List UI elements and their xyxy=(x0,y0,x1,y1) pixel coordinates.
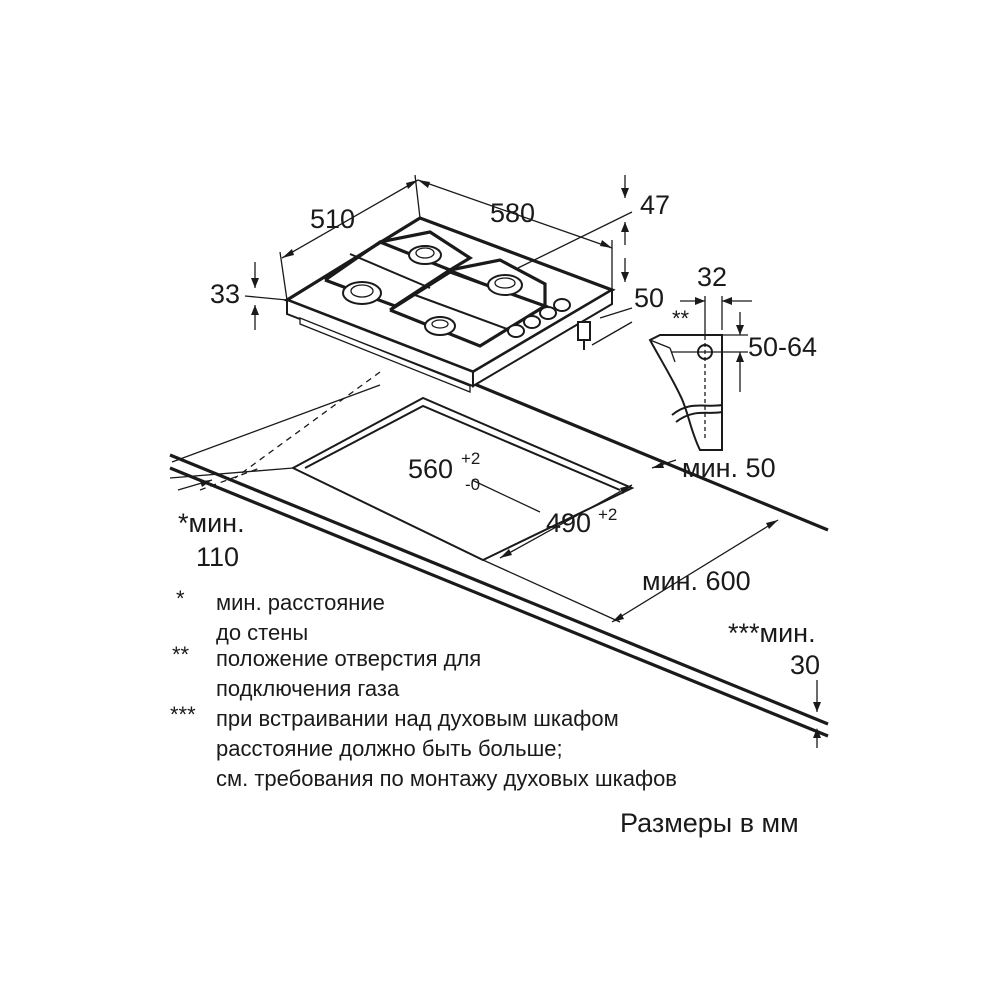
cutout xyxy=(169,396,635,623)
knob xyxy=(553,298,571,312)
burner-rear-left xyxy=(408,245,442,265)
worktop-front-edge xyxy=(169,453,829,726)
gas-hob xyxy=(283,216,616,393)
cutout-outline xyxy=(290,396,635,562)
note-2-line-2: подключения газа xyxy=(216,676,400,701)
hob-top-plate xyxy=(283,216,616,374)
hob-dimension-lines xyxy=(244,174,633,346)
label-min-wall-50: мин. 50 xyxy=(682,453,776,483)
label-cutout-width: 560 xyxy=(408,454,453,484)
label-cutout-width-tol-plus: +2 xyxy=(461,449,480,468)
label-cutout-depth-tol: +2 xyxy=(598,505,617,524)
dim-line-510 xyxy=(281,179,419,259)
dim-line-min-600 xyxy=(611,519,779,623)
label-cutout-depth: 490 xyxy=(546,508,591,538)
label-height-33: 33 xyxy=(210,279,240,309)
profile-lip xyxy=(669,347,676,363)
hob-right-side xyxy=(472,288,613,388)
projection-dashed-line xyxy=(234,371,381,479)
label-gas-marker: ** xyxy=(672,306,690,331)
label-min-600: мин. 600 xyxy=(642,566,751,596)
dimension-labels: 510 580 47 33 50 32 ** 50-64 мин. 50 560… xyxy=(178,190,820,680)
pan-support-back xyxy=(379,230,474,272)
dim-line-490 xyxy=(499,484,633,559)
note-marker-3: *** xyxy=(170,702,196,727)
note-marker-1: * xyxy=(176,586,185,611)
cutout-inner-edge xyxy=(304,404,621,491)
burner-front-right xyxy=(424,316,456,336)
label-offset-32: 32 xyxy=(697,262,727,292)
projection-lines xyxy=(199,371,381,491)
label-min-30-value: 30 xyxy=(790,650,820,680)
knob xyxy=(507,324,525,338)
label-width-580: 580 xyxy=(490,198,535,228)
label-min-110-prefix: *мин. xyxy=(178,508,245,538)
footnotes: * мин. расстояние до стены ** положение … xyxy=(170,586,799,838)
cutout-dimension-ext xyxy=(169,467,294,479)
grate-bar xyxy=(414,294,511,331)
grate-bar xyxy=(349,253,431,289)
worktop xyxy=(169,308,829,738)
break-line xyxy=(671,404,723,416)
note-marker-2: ** xyxy=(172,642,190,667)
ext-line xyxy=(591,321,633,346)
label-knob-50: 50 xyxy=(634,283,664,313)
note-3-line-2: расстояние должно быть больше; xyxy=(216,736,563,761)
ext-line xyxy=(244,295,288,301)
note-3-line-1: при встраивании над духовым шкафом xyxy=(216,706,619,731)
gas-connection-detail xyxy=(648,296,752,451)
pan-support-right xyxy=(449,258,547,306)
dim-line-560 xyxy=(471,479,541,513)
side-profile xyxy=(648,334,723,451)
worktop-bottom-edge xyxy=(169,466,829,738)
burner-front-left xyxy=(342,281,382,305)
label-cutout-width-tol-minus: -0 xyxy=(465,475,480,494)
label-min-30-prefix: ***мин. xyxy=(728,618,816,648)
note-1-line-2: до стены xyxy=(216,620,308,645)
profile-lip xyxy=(649,339,671,349)
knob xyxy=(523,315,541,329)
break-line xyxy=(675,411,723,423)
dim-line-580 xyxy=(417,179,613,249)
knob xyxy=(539,306,557,320)
note-2-line-1: положение отверстия для xyxy=(216,646,481,671)
ext-line xyxy=(279,251,288,301)
worktop-dimension-lines xyxy=(177,459,821,748)
control-knobs xyxy=(507,298,571,338)
note-3-line-3: см. требования по монтажу духовых шкафов xyxy=(216,766,677,791)
ext-line xyxy=(414,174,421,219)
label-depth-510: 510 xyxy=(310,204,355,234)
units-note: Размеры в мм xyxy=(620,808,799,838)
worktop-left-edge xyxy=(171,384,381,463)
label-min-110-value: 110 xyxy=(196,542,239,572)
ext-line xyxy=(517,211,633,269)
burner-rear-right xyxy=(487,274,523,296)
gas-connector xyxy=(577,321,591,350)
hob-base xyxy=(299,317,471,393)
label-height-range: 50-64 xyxy=(748,332,817,362)
label-height-47: 47 xyxy=(640,190,670,220)
cutout-depth-ext xyxy=(482,559,621,623)
ext-line xyxy=(599,307,633,319)
note-1-line-1: мин. расстояние xyxy=(216,590,385,615)
